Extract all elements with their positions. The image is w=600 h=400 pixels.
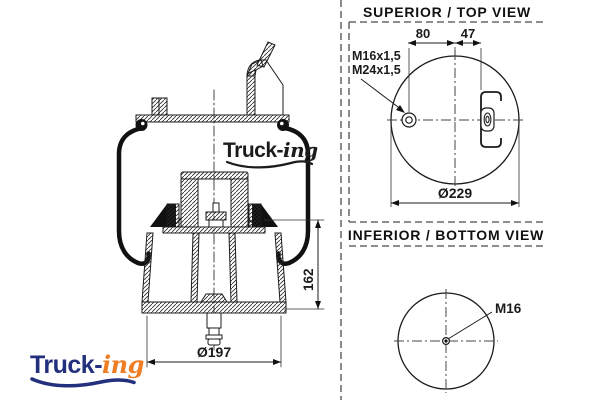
air-hose: [256, 41, 276, 68]
bottom-view: INFERIOR / BOTTOM VIEW M16: [348, 227, 544, 393]
dim-229-label: Ø229: [438, 185, 472, 201]
bottom-view-title: INFERIOR / BOTTOM VIEW: [348, 227, 544, 243]
dimension-229: Ø229: [390, 124, 520, 207]
air-fitting: [246, 41, 284, 116]
bumper-bolt: [212, 202, 220, 213]
dim-80-label: 80: [416, 26, 430, 41]
mounting-bracket: [480, 91, 502, 148]
watermark-part2: ing: [283, 138, 318, 162]
logo-swoosh: [30, 377, 136, 388]
logo-part1: Truck-: [30, 351, 102, 379]
dim-47-label: 47: [461, 26, 475, 41]
logo-part2: ing: [102, 350, 144, 379]
bottom-stud-hole-center: [444, 339, 448, 343]
dimension-197: Ø197: [146, 315, 282, 368]
top-stud: [151, 97, 168, 116]
bottom-bolt-head: [200, 293, 228, 303]
m16-callout: M16: [447, 301, 522, 340]
brand-logo: Truck-ing: [30, 350, 144, 388]
svg-text:Truck-ing: Truck-ing: [223, 138, 318, 162]
svg-text:Truck-ing: Truck-ing: [30, 350, 144, 379]
top-view: SUPERIOR / TOP VIEW 80 47: [352, 4, 531, 207]
bottom-stud: [205, 312, 223, 346]
watermark: Truck-ing: [223, 138, 319, 169]
top-view-title: SUPERIOR / TOP VIEW: [363, 4, 531, 20]
rubber-bumper: [171, 171, 258, 228]
watermark-swoosh: [225, 160, 314, 169]
top-plate: [135, 114, 290, 131]
m16-label: M16: [495, 301, 522, 316]
thread-label-m24: M24x1,5: [352, 63, 401, 77]
thread-callout: M16x1,5 M24x1,5: [352, 49, 405, 113]
dimension-80-47: 80 47: [408, 26, 482, 112]
main-section-view: 162 Ø197 Truck-ing: [116, 41, 325, 368]
dimension-162: 162: [263, 219, 325, 310]
watermark-part1: Truck-: [223, 139, 284, 162]
view-separators: [340, 0, 546, 400]
air-port: [401, 112, 417, 128]
dim-197-label: Ø197: [197, 344, 231, 360]
thread-label-m16: M16x1,5: [352, 49, 401, 63]
piston: [141, 203, 287, 314]
dim-162-label: 162: [301, 268, 316, 291]
